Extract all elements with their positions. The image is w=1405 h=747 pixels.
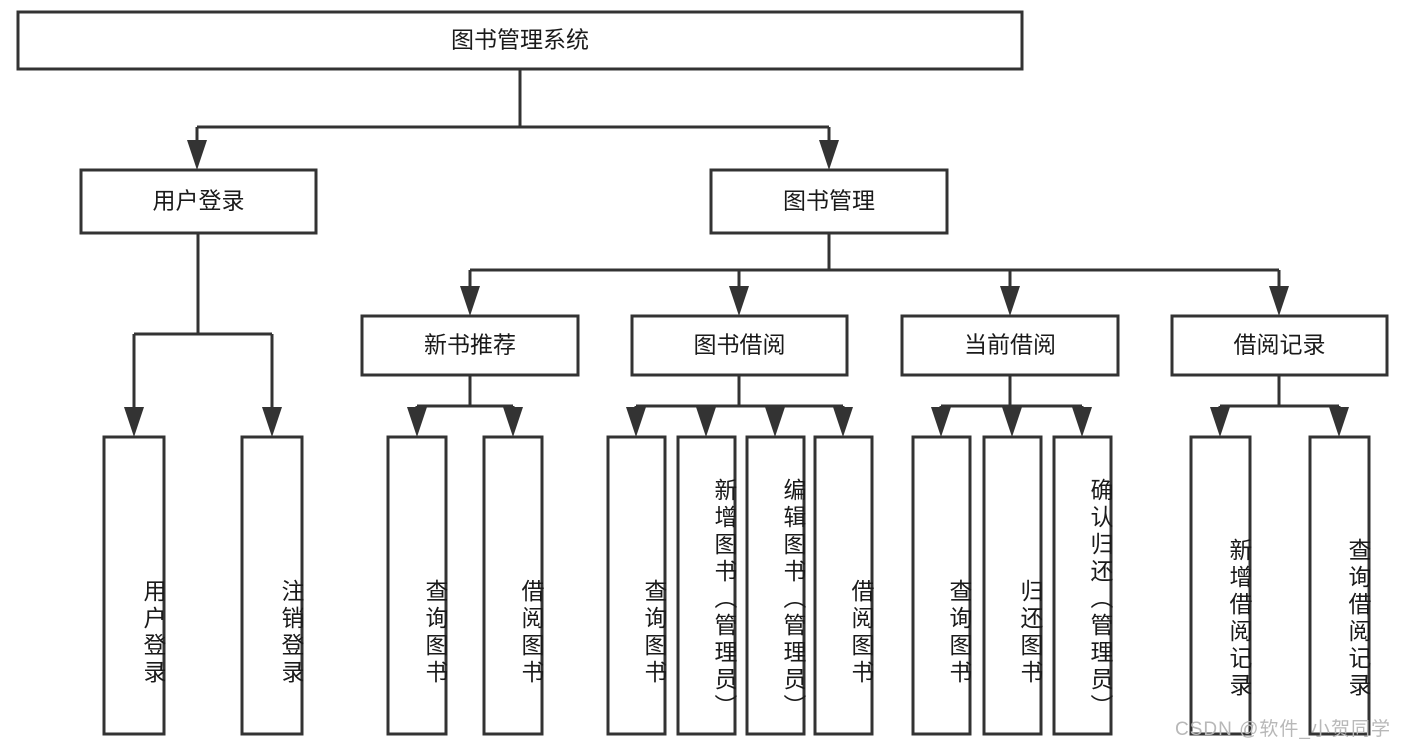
node-box-new-book-recommend[interactable] bbox=[360, 314, 580, 377]
arrow-head-icon bbox=[407, 407, 427, 437]
node-box-leaf-return-book[interactable] bbox=[982, 435, 1043, 736]
node-label-new-book-recommend: 新书推荐 bbox=[424, 332, 516, 358]
arrow-head-icon bbox=[1269, 286, 1289, 316]
arrow-head-icon bbox=[262, 407, 282, 437]
node-label-current-borrow: 当前借阅 bbox=[964, 332, 1056, 358]
node-box-borrow-records[interactable] bbox=[1170, 314, 1389, 377]
connector-user-login-split bbox=[124, 233, 282, 437]
node-box-leaf-confirm-return-admin[interactable] bbox=[1052, 435, 1113, 736]
node-box-leaf-add-book-admin[interactable] bbox=[676, 435, 737, 736]
connector-new-book-recommend-split bbox=[407, 375, 523, 437]
node-boxes-layer bbox=[16, 10, 1389, 736]
node-box-book-borrow[interactable] bbox=[630, 314, 849, 377]
node-box-leaf-borrow-book-recommend[interactable] bbox=[482, 435, 544, 736]
arrow-head-icon bbox=[833, 407, 853, 437]
arrow-head-icon bbox=[1000, 286, 1020, 316]
node-label-book-borrow: 图书借阅 bbox=[694, 332, 786, 358]
node-box-leaf-query-book-current[interactable] bbox=[911, 435, 972, 736]
arrow-head-icon bbox=[729, 286, 749, 316]
arrow-head-icon bbox=[819, 140, 839, 170]
node-label-borrow-records: 借阅记录 bbox=[1234, 332, 1326, 358]
node-box-current-borrow[interactable] bbox=[900, 314, 1120, 377]
node-label-root: 图书管理系统 bbox=[451, 27, 589, 53]
connector-book-borrow-split bbox=[626, 375, 853, 437]
node-box-book-management[interactable] bbox=[709, 168, 949, 235]
arrow-head-icon bbox=[124, 407, 144, 437]
arrow-head-icon bbox=[696, 407, 716, 437]
node-box-leaf-query-book-recommend[interactable] bbox=[386, 435, 448, 736]
node-box-leaf-edit-book-admin[interactable] bbox=[745, 435, 806, 736]
connectors-layer bbox=[124, 69, 1349, 437]
arrow-head-icon bbox=[1072, 407, 1092, 437]
connector-borrow-records-split bbox=[1210, 375, 1349, 437]
arrow-head-icon bbox=[460, 286, 480, 316]
node-box-leaf-logout-login[interactable] bbox=[240, 435, 304, 736]
connector-book-management-split bbox=[460, 233, 1289, 316]
node-box-root[interactable] bbox=[16, 10, 1024, 71]
node-box-user-login[interactable] bbox=[79, 168, 318, 235]
node-box-leaf-query-book-borrow[interactable] bbox=[606, 435, 667, 736]
node-box-leaf-borrow-book[interactable] bbox=[813, 435, 874, 736]
watermark-text: CSDN @软件_小贺同学 bbox=[1175, 719, 1391, 740]
arrow-head-icon bbox=[503, 407, 523, 437]
node-box-leaf-add-borrow-record[interactable] bbox=[1189, 435, 1252, 736]
arrow-head-icon bbox=[1210, 407, 1230, 437]
arrow-head-icon bbox=[187, 140, 207, 170]
node-label-user-login: 用户登录 bbox=[153, 188, 245, 214]
arrow-head-icon bbox=[765, 407, 785, 437]
connector-root-split bbox=[187, 69, 839, 170]
arrow-head-icon bbox=[931, 407, 951, 437]
arrow-head-icon bbox=[1329, 407, 1349, 437]
node-box-leaf-query-borrow-record[interactable] bbox=[1308, 435, 1371, 736]
node-box-leaf-user-login[interactable] bbox=[102, 435, 166, 736]
arrow-head-icon bbox=[1002, 407, 1022, 437]
arrow-head-icon bbox=[626, 407, 646, 437]
connector-current-borrow-split bbox=[931, 375, 1092, 437]
node-label-book-management: 图书管理 bbox=[783, 188, 875, 214]
